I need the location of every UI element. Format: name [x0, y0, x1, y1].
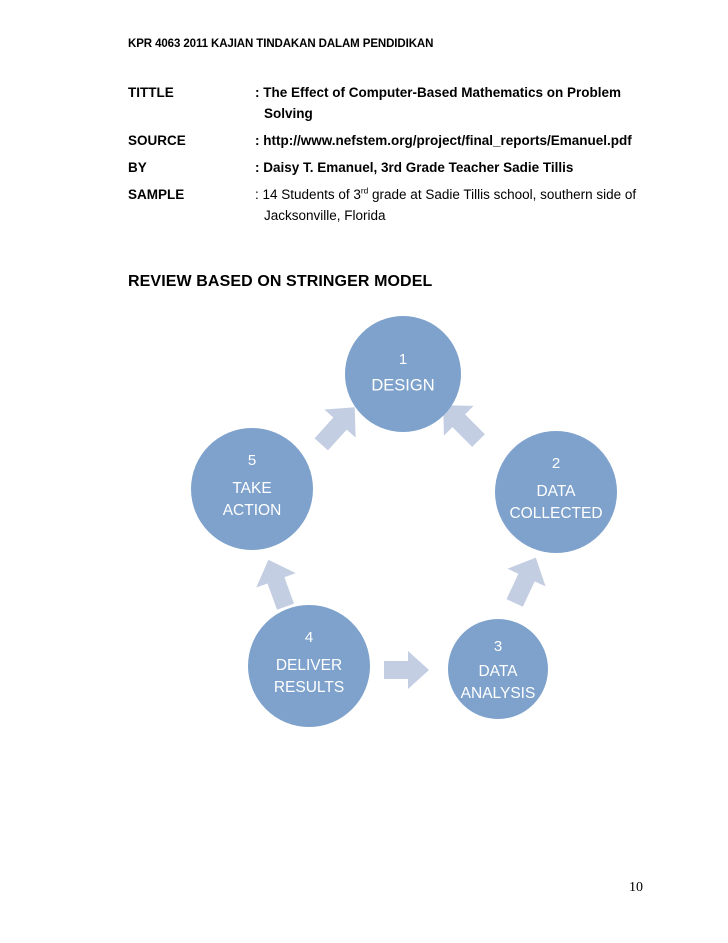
cycle-node-1-design: 1 DESIGN	[345, 316, 461, 432]
section-heading: REVIEW BASED ON STRINGER MODEL	[128, 273, 433, 290]
ordinal-suffix: rd	[360, 185, 369, 196]
sample-continuation: Jacksonville, Florida	[264, 208, 386, 223]
arrow-design-to-data-collected	[443, 405, 485, 447]
metadata-row-by: BY : Daisy T. Emanuel, 3rd Grade Teacher…	[128, 157, 668, 178]
sample-text-post: grade at Sadie Tillis school, southern s…	[368, 187, 637, 202]
author-name: Daisy T. Emanuel, 3rd Grade Teacher Sadi…	[259, 160, 574, 175]
cycle-node-4-label-line2: RESULTS	[274, 679, 344, 696]
metadata-label-sample: SAMPLE	[128, 187, 185, 202]
cycle-node-5-number: 5	[248, 452, 256, 469]
metadata-separator: :	[255, 85, 260, 100]
cycle-node-2-label-line1: DATA	[536, 483, 576, 500]
cycle-node-1-label-line1: DESIGN	[371, 376, 434, 394]
arrow-deliver-results-to-take-action	[256, 559, 296, 610]
cycle-node-3-data-analysis: 3 DATA ANALYSIS	[448, 619, 548, 719]
cycle-node-1-circle	[345, 316, 461, 432]
cycle-node-3-label-line2: ANALYSIS	[461, 685, 536, 702]
metadata-separator: :	[255, 133, 260, 148]
cycle-node-1-number: 1	[399, 351, 407, 368]
metadata-value-by: : Daisy T. Emanuel, 3rd Grade Teacher Sa…	[255, 157, 668, 178]
cycle-node-5-take-action: 5 TAKE ACTION	[191, 428, 313, 550]
page-number: 10	[629, 880, 643, 895]
cycle-node-4-label-line1: DELIVER	[276, 657, 342, 674]
metadata-separator: :	[255, 187, 259, 202]
metadata-value-sample: : 14 Students of 3rd grade at Sadie Till…	[255, 184, 668, 226]
metadata-value-text: The Effect of Computer-Based Mathematics…	[259, 85, 622, 100]
running-header: KPR 4063 2011 KAJIAN TINDAKAN DALAM PEND…	[128, 38, 434, 50]
cycle-node-2-label-line2: COLLECTED	[509, 505, 602, 522]
arrow-data-analysis-to-deliver-results	[384, 651, 429, 689]
cycle-node-4-number: 4	[305, 629, 313, 646]
metadata-label-tittle: TITTLE	[128, 85, 174, 100]
cycle-node-5-label-line2: ACTION	[223, 502, 282, 519]
metadata-value-continuation: Solving	[264, 106, 313, 121]
metadata-label-by: BY	[128, 160, 147, 175]
metadata-row-tittle: TITTLE : The Effect of Computer-Based Ma…	[128, 82, 668, 124]
stringer-model-cycle-diagram: 1 DESIGN 2 DATA COLLECTED 3 DATA ANALYSI…	[128, 306, 668, 756]
metadata-value-source: : http://www.nefstem.org/project/final_r…	[255, 130, 668, 151]
cycle-node-2-number: 2	[552, 455, 560, 472]
metadata-value-tittle: : The Effect of Computer-Based Mathemati…	[255, 82, 668, 124]
cycle-node-4-circle	[248, 605, 370, 727]
arrow-take-action-to-design	[314, 407, 356, 451]
metadata-block: TITTLE : The Effect of Computer-Based Ma…	[128, 82, 668, 232]
source-url: http://www.nefstem.org/project/final_rep…	[259, 133, 632, 148]
cycle-node-3-circle	[448, 619, 548, 719]
arrow-data-collected-to-data-analysis	[506, 557, 546, 607]
sample-text-pre: 14 Students of 3	[258, 187, 361, 202]
cycle-node-5-circle	[191, 428, 313, 550]
cycle-node-3-label-line1: DATA	[478, 663, 518, 680]
metadata-separator: :	[255, 160, 260, 175]
cycle-node-3-number: 3	[494, 638, 502, 655]
cycle-node-4-deliver-results: 4 DELIVER RESULTS	[248, 605, 370, 727]
metadata-row-source: SOURCE : http://www.nefstem.org/project/…	[128, 130, 668, 151]
cycle-node-2-circle	[495, 431, 617, 553]
metadata-row-sample: SAMPLE : 14 Students of 3rd grade at Sad…	[128, 184, 668, 226]
cycle-node-2-data-collected: 2 DATA COLLECTED	[495, 431, 617, 553]
metadata-label-source: SOURCE	[128, 133, 186, 148]
cycle-node-5-label-line1: TAKE	[232, 480, 271, 497]
